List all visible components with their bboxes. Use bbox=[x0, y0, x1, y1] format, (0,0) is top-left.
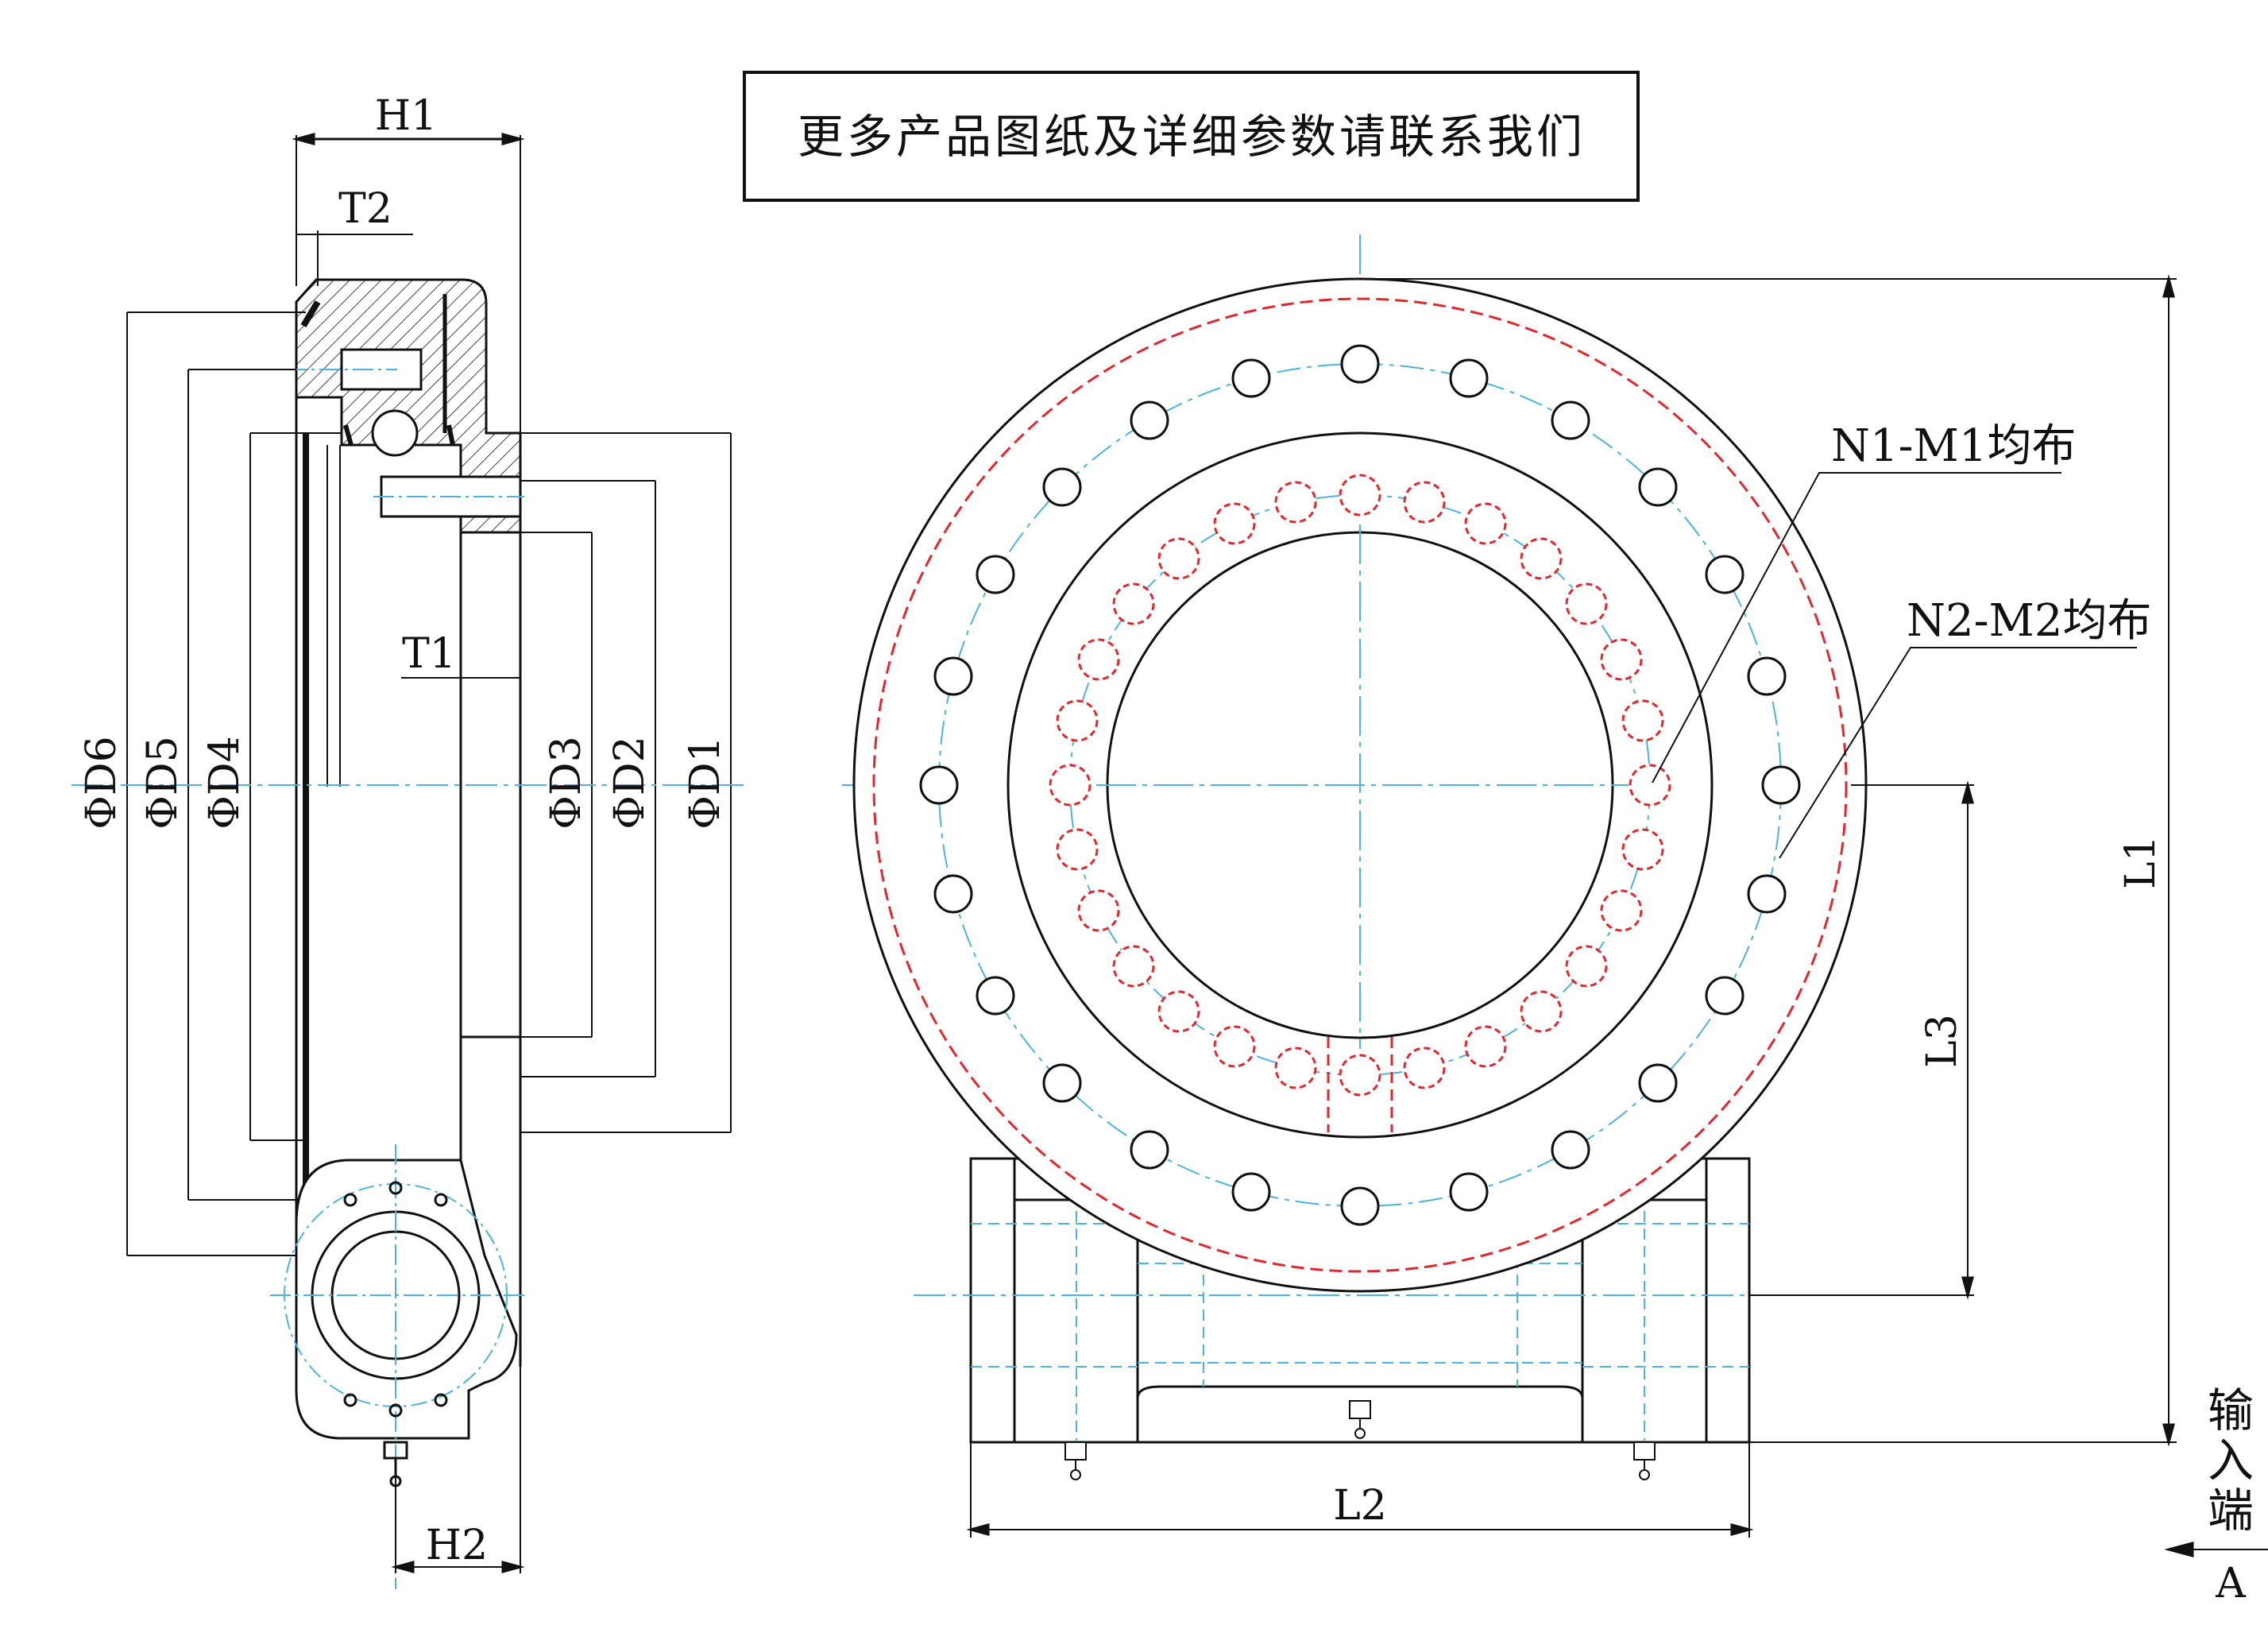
outer-bolt-holes bbox=[919, 344, 1801, 1226]
dim-d6: ΦD6 bbox=[78, 736, 126, 829]
callout-n1-m1: N1-M1均布 bbox=[1831, 420, 2077, 472]
callout-n2-m2: N2-M2均布 bbox=[1907, 595, 2152, 647]
dim-l2: L2 bbox=[1333, 1482, 1387, 1530]
dim-d4: ΦD4 bbox=[201, 736, 249, 829]
input-label-3: 端 bbox=[2208, 1484, 2254, 1538]
side-view-labels: H1 T2 T1 H2 ΦD6 ΦD5 ΦD4 ΦD3 ΦD2 ΦD1 bbox=[78, 92, 729, 1569]
dim-d5: ΦD5 bbox=[139, 736, 187, 829]
input-label-2: 入 bbox=[2208, 1433, 2254, 1488]
front-view bbox=[842, 234, 2268, 1557]
grease-nipples bbox=[1064, 1400, 1656, 1480]
banner: 更多产品图纸及详细参数请联系我们 bbox=[743, 71, 1640, 202]
input-label-1: 输 bbox=[2208, 1383, 2254, 1437]
banner-text: 更多产品图纸及详细参数请联系我们 bbox=[798, 110, 1586, 164]
dim-t1: T1 bbox=[402, 630, 456, 678]
dim-h1: H1 bbox=[375, 92, 437, 140]
dim-t2: T2 bbox=[338, 185, 392, 233]
side-view bbox=[71, 133, 747, 1589]
dim-h2: H2 bbox=[426, 1522, 488, 1569]
dim-d1: ΦD1 bbox=[682, 736, 729, 829]
dim-l1: L1 bbox=[2117, 835, 2165, 889]
view-label-a: A bbox=[2215, 1560, 2247, 1608]
front-view-labels: L1 L3 L2 N1-M1均布 N2-M2均布 输 入 端 A bbox=[1333, 420, 2254, 1608]
dim-l3: L3 bbox=[1918, 1014, 1966, 1068]
dim-d2: ΦD2 bbox=[606, 736, 654, 829]
inner-bolt-holes bbox=[1049, 474, 1671, 1097]
dim-d3: ΦD3 bbox=[543, 736, 590, 829]
